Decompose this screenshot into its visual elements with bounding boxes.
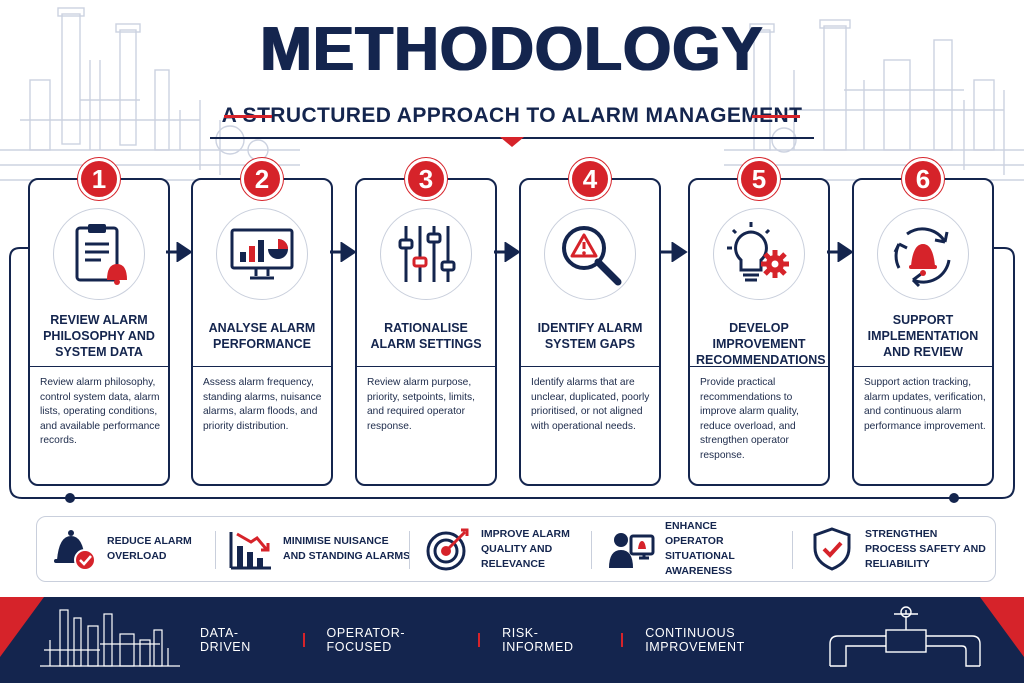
step-icon-frame — [380, 208, 472, 300]
step-description: Assess alarm frequency, standing alarms,… — [203, 377, 322, 432]
benefit-item-minimise-nuisance: MINIMISE NUISANCE AND STANDING ALARMS — [227, 517, 413, 581]
step-title: SUPPORT IMPLEMENTATION AND REVIEW — [867, 313, 979, 359]
step-divider — [690, 366, 828, 367]
benefit-separator — [591, 531, 592, 569]
benefit-item-operator-awareness: ENHANCE OPERATOR SITUATIONAL AWARENESS — [609, 517, 775, 581]
pipeline-valve-icon — [829, 606, 981, 667]
shield-check-icon — [813, 527, 851, 571]
subtitle-pointer — [500, 137, 524, 147]
footer-item: DATA-DRIVEN — [200, 626, 251, 654]
step-icon-frame — [544, 208, 636, 300]
page-title: METHODOLOGY — [260, 15, 764, 84]
step-description: Review alarm purpose, priority, setpoint… — [367, 377, 475, 432]
footer-accent-right — [980, 597, 1024, 657]
step-card-1: 1 REVIEW ALARM PHILOSOPHY AND SYSTEM DAT… — [28, 158, 170, 486]
step-card-6: 6 SUPPORT IMPLEMENTATION AND REVIEW Supp… — [852, 158, 994, 486]
step-icon-frame — [53, 208, 145, 300]
step-divider — [357, 366, 495, 367]
subtitle-accent-right — [752, 115, 800, 118]
footer-principles: DATA-DRIVEN OPERATOR-FOCUSED RISK-INFORM… — [200, 626, 820, 654]
magnifier-warning-icon — [562, 226, 622, 286]
step-card-4: 4 IDENTIFY ALARM SYSTEM GAPS Identify al… — [519, 158, 661, 486]
step-icon-frame — [877, 208, 969, 300]
benefit-label: MINIMISE NUISANCE AND STANDING ALARMS — [283, 535, 411, 562]
step-divider — [854, 366, 992, 367]
step-title: DEVELOP IMPROVEMENT RECOMMENDATIONS — [696, 321, 826, 367]
step-number-badge: 3 — [405, 158, 447, 200]
flow-arrow-icon — [330, 242, 357, 262]
benefit-label: REDUCE ALARM OVERLOAD — [107, 535, 192, 562]
bulb-gear-icon — [727, 222, 789, 282]
footer-separator — [621, 633, 624, 647]
subtitle-accent-left — [224, 115, 272, 118]
flow-arrow-icon — [494, 242, 521, 262]
cycle-bell-icon — [893, 227, 951, 288]
step-number-badge: 5 — [738, 158, 780, 200]
step-number-badge: 2 — [241, 158, 283, 200]
footer-separator — [478, 633, 481, 647]
declining-chart-icon — [229, 532, 271, 570]
clipboard-bell-icon — [75, 224, 127, 285]
benefit-item-reduce-overload: REDUCE ALARM OVERLOAD — [51, 517, 199, 581]
step-description: Review alarm philosophy, control system … — [40, 377, 161, 447]
step-title: IDENTIFY ALARM SYSTEM GAPS — [537, 321, 643, 351]
footer-item: OPERATOR-FOCUSED — [326, 626, 406, 654]
step-card-2: 2 ANALYSE ALARM PERFORMANCE Assess alarm… — [191, 158, 333, 486]
footer-item: RISK-INFORMED — [502, 626, 574, 654]
target-icon — [426, 528, 469, 571]
refinery-outline-icon — [40, 609, 180, 667]
step-icon-frame — [216, 208, 308, 300]
flow-arrow-icon — [166, 242, 193, 262]
step-description: Identify alarms that are unclear, duplic… — [531, 377, 650, 432]
step-card-5: 5 DEVELOP IMPROVEMENT RECOMMENDATIONS Pr… — [688, 158, 830, 486]
step-number-badge: 6 — [902, 158, 944, 200]
sliders-icon — [398, 226, 456, 282]
step-card-3: 3 RATIONALISE ALARM SETTINGS Review alar… — [355, 158, 497, 486]
operator-monitor-icon — [609, 533, 655, 568]
step-divider — [521, 366, 659, 367]
benefit-label: ENHANCE OPERATOR SITUATIONAL AWARENESS — [665, 520, 735, 577]
step-number-badge: 1 — [78, 158, 120, 200]
benefit-separator — [215, 531, 216, 569]
subtitle-row: A STRUCTURED APPROACH TO ALARM MANAGEMEN… — [210, 103, 814, 129]
benefit-separator — [409, 531, 410, 569]
step-title: ANALYSE ALARM PERFORMANCE — [208, 321, 316, 351]
step-divider — [30, 366, 168, 367]
footer-band — [0, 597, 1024, 683]
benefit-label: STRENGTHEN PROCESS SAFETY AND RELIABILIT… — [865, 527, 986, 570]
step-description: Support action tracking, alarm updates, … — [864, 377, 986, 432]
flow-arrow-icon — [827, 242, 854, 262]
benefits-panel: REDUCE ALARM OVERLOAD MINIMISE NUISANCE … — [36, 516, 996, 582]
flow-arrow-icon — [661, 242, 688, 262]
benefit-item-process-safety: STRENGTHEN PROCESS SAFETY AND RELIABILIT… — [809, 517, 989, 581]
monitor-chart-icon — [230, 228, 294, 280]
footer-separator — [302, 633, 305, 647]
footer-item: CONTINUOUS IMPROVEMENT — [645, 626, 745, 654]
benefit-label: IMPROVE ALARM QUALITY AND RELEVANCE — [481, 527, 570, 570]
benefit-separator — [792, 531, 793, 569]
step-number-badge: 4 — [569, 158, 611, 200]
step-title: RATIONALISE ALARM SETTINGS — [370, 321, 482, 351]
page-subtitle: A STRUCTURED APPROACH TO ALARM MANAGEMEN… — [221, 104, 803, 127]
step-icon-frame — [713, 208, 805, 300]
step-title: REVIEW ALARM PHILOSOPHY AND SYSTEM DATA — [43, 313, 155, 359]
step-description: Provide practical recommendations to imp… — [700, 377, 799, 461]
step-divider — [193, 366, 331, 367]
benefit-item-improve-quality: IMPROVE ALARM QUALITY AND RELEVANCE — [425, 517, 581, 581]
footer-accent-left — [0, 597, 44, 657]
bell-check-icon — [54, 530, 96, 571]
